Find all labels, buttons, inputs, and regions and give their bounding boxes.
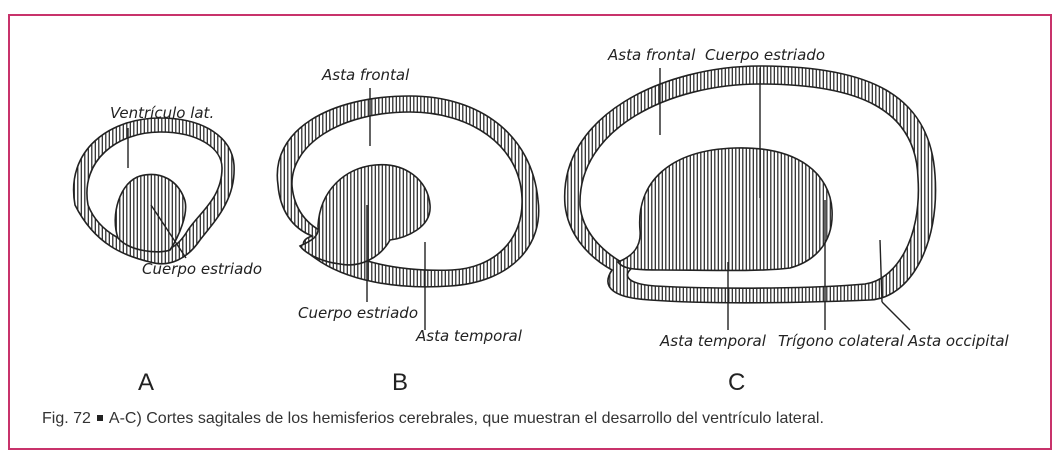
section-a: Ventrículo lat. Cuerpo estriado A	[74, 104, 262, 396]
panel-label-c: C	[728, 369, 745, 396]
caption-bullet-icon	[97, 415, 103, 421]
label-b-cuerpo: Cuerpo estriado	[298, 304, 418, 322]
label-c-occipital: Asta occipital	[907, 332, 1010, 350]
label-b-frontal: Asta frontal	[321, 66, 410, 84]
label-c-trigono: Trígono colateral	[778, 332, 905, 350]
panel-label-a: A	[138, 369, 154, 396]
label-c-temporal: Asta temporal	[659, 332, 767, 350]
figure-caption: Fig. 72 A-C) Cortes sagitales de los hemi…	[42, 410, 1042, 428]
section-c-striatum	[618, 148, 832, 271]
label-a-cuerpo: Cuerpo estriado	[142, 260, 262, 278]
caption-figure-number: Fig. 72	[42, 410, 91, 427]
label-a-ventriculo: Ventrículo lat.	[110, 104, 214, 122]
panel-label-b: B	[392, 369, 408, 396]
leader-c-occipital-end	[882, 302, 910, 330]
caption-text: A-C) Cortes sagitales de los hemisferios…	[109, 410, 824, 427]
section-c: Asta frontal Cuerpo estriado Asta tempor…	[565, 46, 1010, 396]
label-c-frontal: Asta frontal	[607, 46, 696, 64]
section-b-striatum	[300, 165, 430, 265]
label-b-temporal: Asta temporal	[415, 327, 523, 345]
section-b: Asta frontal Cuerpo estriado Asta tempor…	[277, 66, 538, 396]
label-c-cuerpo: Cuerpo estriado	[705, 46, 825, 64]
